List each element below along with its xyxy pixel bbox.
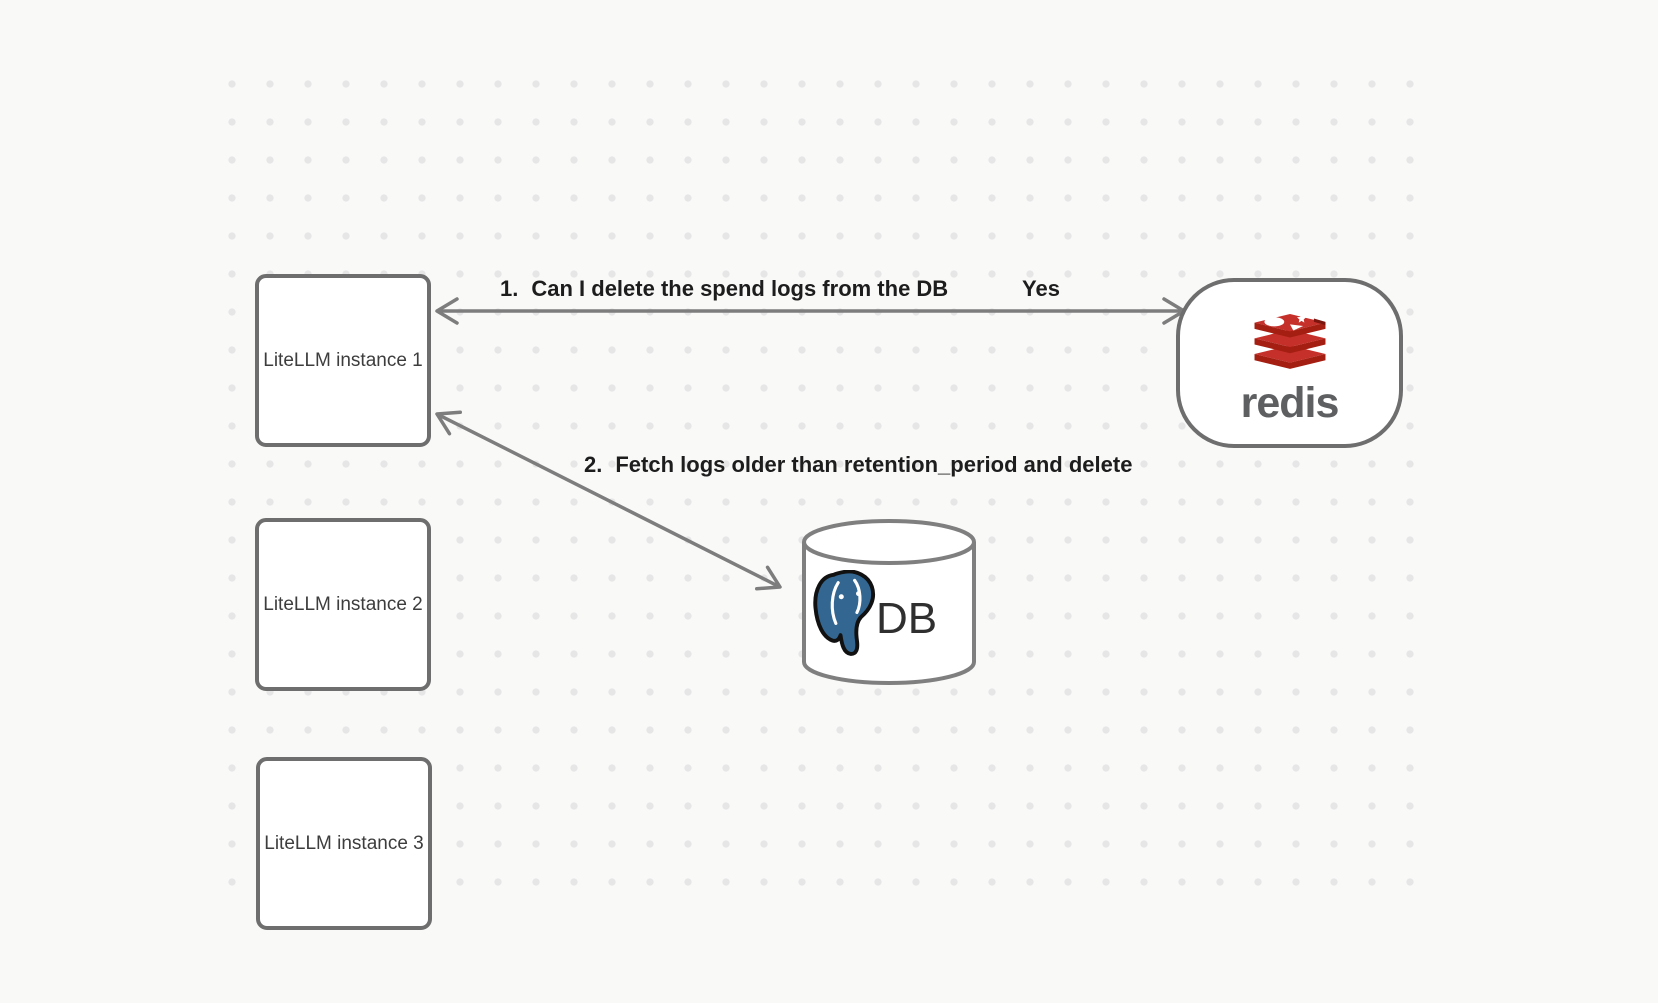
litellm-instance-2-label: LiteLLM instance 2 — [263, 593, 423, 615]
db-cylinder-node[interactable]: DB — [800, 518, 978, 687]
edge2-number: 2. — [584, 452, 603, 477]
db-content: DB — [810, 570, 937, 658]
edge1-reply-text: Yes — [1022, 276, 1060, 301]
redis-node[interactable]: redis — [1176, 278, 1403, 448]
redis-wordmark: redis — [1240, 379, 1340, 427]
redis-logo-icon — [1254, 314, 1325, 369]
edge2-label[interactable]: 2. Fetch logs older than retention_perio… — [584, 452, 1132, 478]
litellm-instance-2-node[interactable]: LiteLLM instance 2 — [255, 518, 431, 691]
litellm-instance-3-node[interactable]: LiteLLM instance 3 — [256, 757, 432, 930]
postgresql-logo-icon — [813, 570, 876, 656]
edge1-number: 1. — [500, 276, 519, 301]
edge1-label[interactable]: 1. Can I delete the spend logs from the … — [500, 276, 948, 302]
db-label: DB — [876, 594, 938, 643]
edge1-text: Can I delete the spend logs from the DB — [531, 276, 949, 301]
edge2-text: Fetch logs older than retention_period a… — [615, 452, 1133, 477]
edge1-reply-label[interactable]: Yes — [1022, 276, 1060, 302]
litellm-instance-3-label: LiteLLM instance 3 — [264, 832, 424, 854]
litellm-instance-1-label: LiteLLM instance 1 — [263, 349, 423, 371]
litellm-instance-1-node[interactable]: LiteLLM instance 1 — [255, 274, 431, 447]
